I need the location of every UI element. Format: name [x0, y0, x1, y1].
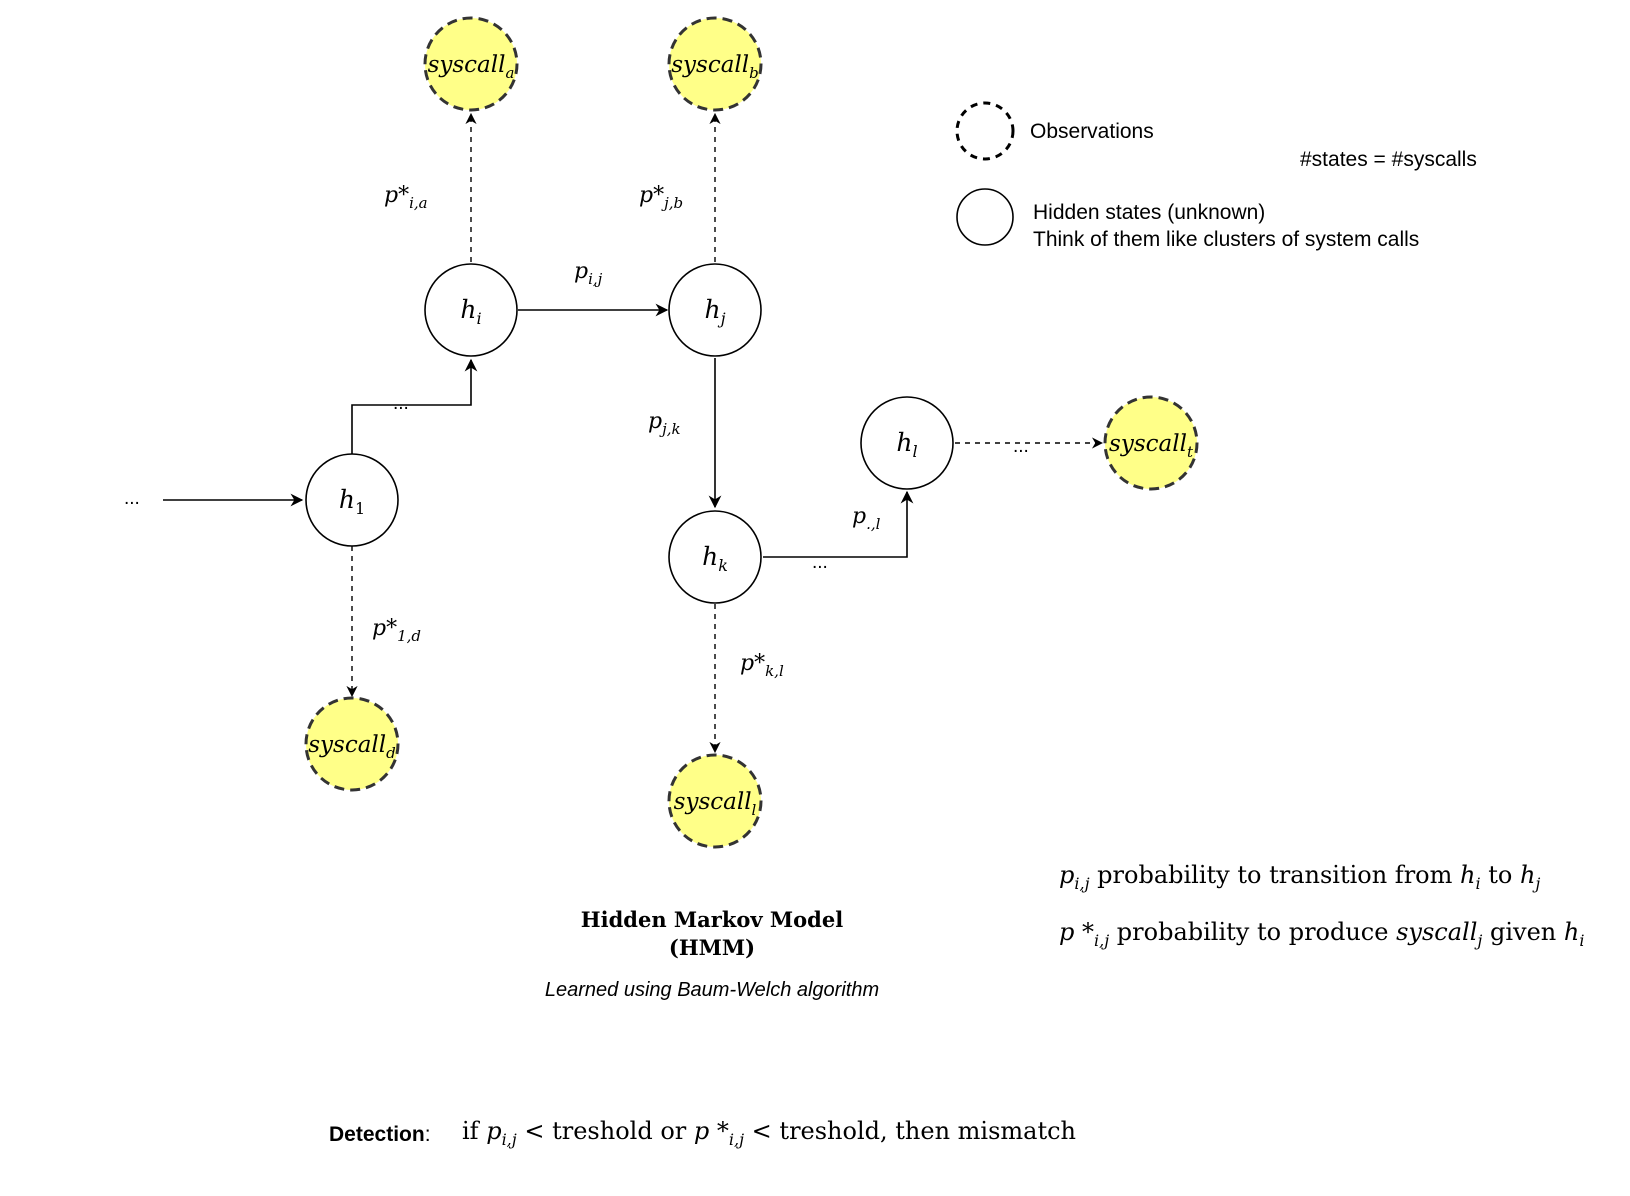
ellipsis-hl-syscall-t: ...: [1013, 436, 1029, 457]
syscall-d-node: syscalld: [304, 696, 400, 792]
detection-label: Detection:: [329, 1123, 431, 1146]
label-p-j-k: pj,k: [648, 409, 681, 438]
model-title: Hidden Markov Model (HMM) Learned using …: [545, 907, 879, 1001]
legend-hidden-line1: Hidden states (unknown): [1033, 201, 1265, 224]
svg-text:syscalla: syscalla: [428, 52, 515, 82]
label-p-star-j-b: p*j,b: [639, 183, 683, 212]
states-equation: #states = #syscalls: [1300, 148, 1477, 171]
label-p-star-k-l: p*k,l: [740, 651, 784, 680]
legend-observation-icon: [955, 101, 1015, 161]
svg-text:syscallb: syscallb: [671, 52, 759, 82]
label-p-star-i-a: p*i,a: [384, 183, 428, 212]
svg-text:hi: hi: [460, 295, 481, 328]
svg-text:syscalll: syscalll: [674, 789, 757, 819]
detection-rule: Detection: if pi,j < treshold or p *i,j …: [329, 1117, 1076, 1149]
syscall-l-node: syscalll: [667, 753, 763, 849]
label-p-dot-l: p.,l: [852, 504, 881, 533]
svg-text:h1: h1: [339, 485, 365, 518]
legend: Observations Hidden states (unknown) Thi…: [955, 101, 1477, 251]
observation-nodes: syscalla syscallb syscalld syscalll sysc…: [304, 16, 1199, 849]
legend-hidden-line2: Think of them like clusters of system ca…: [1033, 228, 1419, 251]
entry-ellipsis: ...: [124, 488, 140, 509]
definition-emission: p *i,j probability to produce syscallj g…: [1059, 918, 1584, 950]
legend-hidden-icon: [956, 188, 1014, 246]
svg-text:syscalld: syscalld: [308, 732, 396, 762]
title-subtitle: Learned using Baum-Welch algorithm: [545, 979, 879, 1001]
syscall-a-node: syscalla: [423, 16, 519, 112]
svg-text:hk: hk: [702, 542, 728, 575]
title-line1: Hidden Markov Model: [581, 907, 843, 932]
definitions: pi,j probability to transition from hi t…: [1059, 861, 1584, 950]
hl-node: hl: [860, 396, 954, 490]
detection-condition: if pi,j < treshold or p *i,j < treshold,…: [462, 1117, 1076, 1149]
edge-hk-hl: [763, 490, 914, 558]
legend-observations-label: Observations: [1030, 120, 1154, 143]
syscall-t-node: syscallt: [1103, 395, 1199, 491]
title-line2: (HMM): [669, 935, 755, 960]
svg-text:hj: hj: [704, 295, 725, 328]
ellipsis-hk-hl: ...: [812, 552, 828, 573]
emission-edges: [346, 112, 1104, 754]
label-p-i-j: pi,j: [574, 259, 603, 288]
label-p-star-1-d: p*1,d: [372, 616, 421, 645]
syscall-b-node: syscallb: [667, 16, 763, 112]
hi-node: hi: [424, 263, 518, 357]
definition-transition: pi,j probability to transition from hi t…: [1059, 861, 1540, 893]
edges: [163, 303, 914, 558]
svg-text:syscallt: syscallt: [1109, 431, 1194, 461]
ellipsis-h1-hi: ...: [393, 393, 409, 414]
edge-h1-hi: [351, 358, 478, 454]
hj-node: hj: [668, 263, 762, 357]
h1-node: h1: [305, 453, 399, 547]
svg-text:hl: hl: [896, 428, 917, 461]
hidden-state-nodes: h1 hi hj hk hl: [305, 263, 954, 604]
hk-node: hk: [668, 510, 762, 604]
